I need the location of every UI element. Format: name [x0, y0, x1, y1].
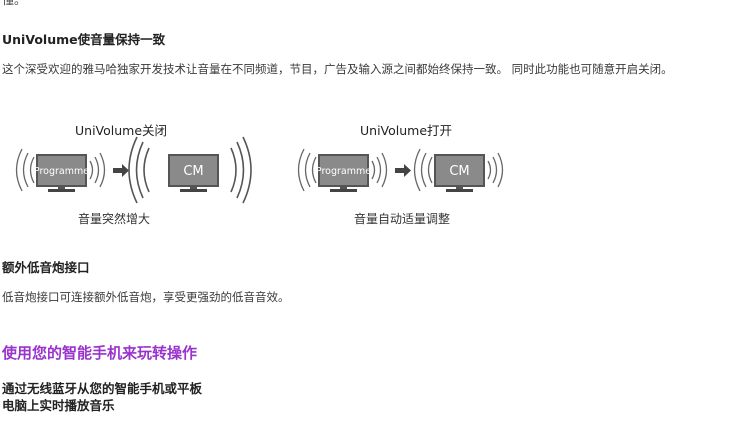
tv-cm-icon: CM — [434, 154, 485, 192]
sound-waves-icon — [371, 152, 388, 188]
tv-cm-label: CM — [183, 164, 203, 179]
tv-programme-label: Programme — [34, 166, 89, 177]
tv-programme-icon: Programme — [34, 154, 89, 192]
diagram-on-caption: 音量自动适量调整 — [354, 212, 451, 226]
sound-waves-icon — [487, 152, 504, 188]
sound-waves-icon — [297, 148, 317, 192]
tv-programme-icon: Programme — [316, 154, 371, 192]
univolume-description: 这个深受欢迎的雅马哈独家开发技术让音量在不同频道，节目，广告及输入源之间都始终保… — [2, 62, 673, 76]
tv-cm-label: CM — [449, 164, 469, 179]
diagram-off: Programme CM — [15, 136, 252, 204]
bluetooth-heading-line2: 电脑上实时播放音乐 — [2, 398, 115, 413]
arrow-right-icon — [113, 164, 129, 177]
cropped-text-fragment: 懂。 — [2, 0, 27, 7]
smartphone-section-title: 使用您的智能手机来玩转操作 — [2, 344, 198, 362]
univolume-heading: UniVolume使音量保持一致 — [2, 32, 166, 47]
sound-waves-icon — [15, 148, 35, 192]
loud-sound-waves-icon — [128, 136, 150, 204]
diagram-off-title: UniVolume关闭 — [75, 123, 168, 138]
diagram-on-title: UniVolume打开 — [360, 123, 453, 138]
sound-waves-icon — [413, 148, 433, 192]
tv-cm-icon: CM — [168, 154, 219, 192]
diagram-on: Programme CM — [297, 148, 504, 192]
diagram-off-caption: 音量突然增大 — [78, 212, 151, 226]
loud-sound-waves-icon — [230, 136, 252, 204]
bluetooth-heading-line1: 通过无线蓝牙从您的智能手机或平板 — [2, 381, 203, 396]
sound-waves-icon — [89, 152, 106, 188]
subwoofer-heading: 额外低音炮接口 — [2, 260, 90, 275]
arrow-right-icon — [395, 164, 411, 177]
univolume-diagram: Programme CM — [15, 136, 504, 204]
tv-programme-label: Programme — [316, 166, 371, 177]
subwoofer-description: 低音炮接口可连接额外低音炮，享受更强劲的低音音效。 — [2, 290, 290, 304]
